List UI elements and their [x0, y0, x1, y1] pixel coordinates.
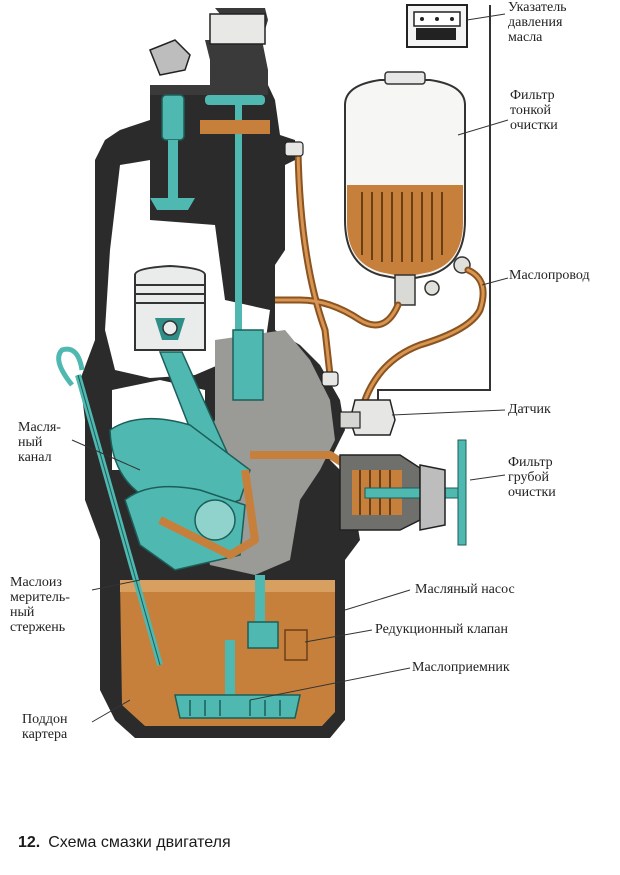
leader-lines: [71, 13, 509, 723]
label-oil-intake: Маслоприемник: [412, 660, 510, 675]
caption-number: 12.: [18, 834, 41, 851]
coarse-filter: [339, 439, 467, 546]
caption-text: Схема смазки двигателя: [48, 834, 231, 851]
piston: [134, 264, 206, 351]
label-oil-pump: Масляный насос: [415, 582, 515, 597]
fine-filter: [344, 71, 471, 306]
filler-neck: [209, 13, 266, 45]
oil-pressure-gauge: [406, 4, 468, 48]
dipstick: [56, 346, 163, 666]
label-sump: Поддон картера: [22, 712, 68, 742]
label-sensor: Датчик: [508, 402, 551, 417]
cap-nut: [149, 39, 191, 76]
label-dipstick: Маслоиз меритель- ный стержень: [10, 575, 70, 635]
oil-pressure-sensor: [284, 141, 396, 436]
label-pressure-gauge: Указатель давления масла: [508, 0, 567, 45]
label-oil-channel: Масля- ный канал: [18, 420, 61, 465]
label-coarse-filter: Фильтр грубой очистки: [508, 455, 556, 500]
label-relief-valve: Редукционный клапан: [375, 622, 508, 637]
label-oil-line: Маслопровод: [509, 268, 590, 283]
label-fine-filter: Фильтр тонкой очистки: [510, 88, 558, 133]
figure-caption: 12. Схема смазки двигателя: [18, 834, 231, 852]
oil-pump: [174, 575, 308, 719]
valve-train: [150, 94, 270, 345]
